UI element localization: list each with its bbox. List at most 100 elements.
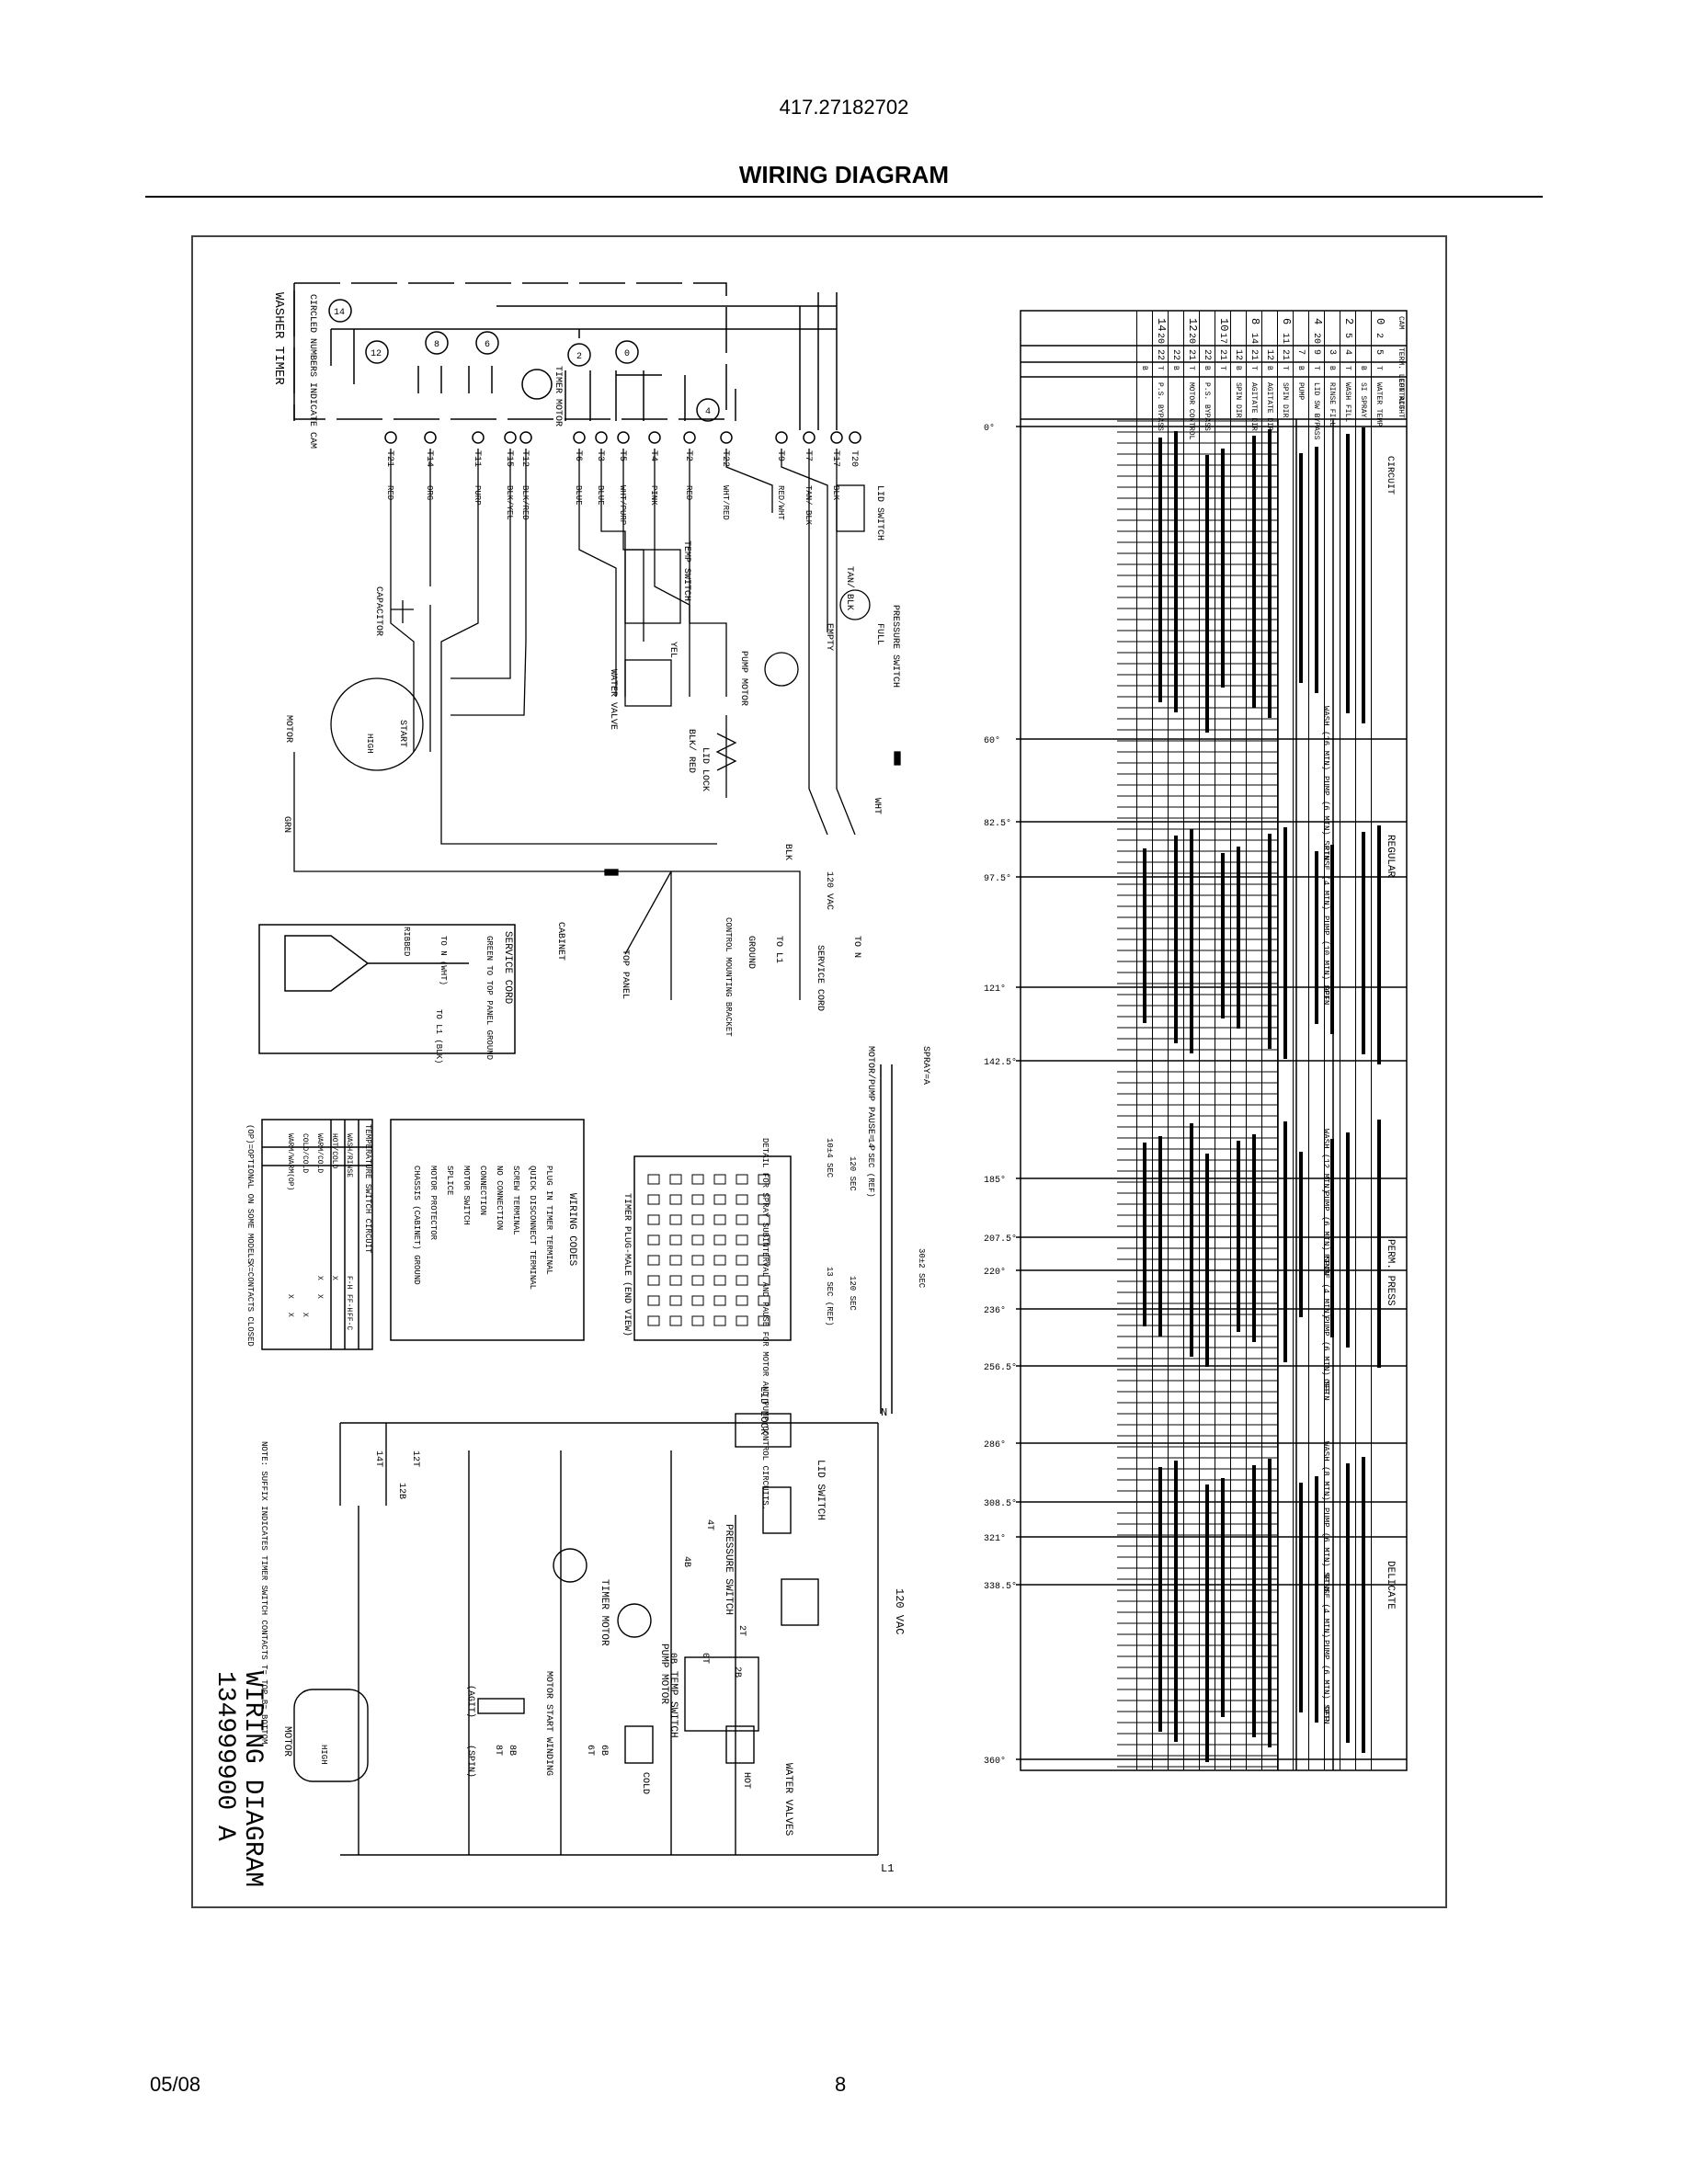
chart-degree: 256.5° (984, 1362, 1017, 1373)
detail-label: DETAIL FOR SPRAY SUBINTERVAL AND PAUSE F… (760, 1138, 770, 1510)
chart-term-right: 9 (1311, 349, 1321, 355)
wire-color-label: TAN/ BLK (804, 485, 813, 526)
chart-cam: 12 (1186, 318, 1199, 331)
start-label: START (397, 720, 407, 747)
chart-degree: 308.5° (984, 1498, 1017, 1509)
plug-pin (758, 1255, 770, 1266)
chart-contact: B (1359, 366, 1367, 370)
chart-degree: 0° (984, 423, 995, 434)
schem-cold: COLD (640, 1772, 650, 1794)
terminal-label: T2 (683, 450, 693, 461)
plug-pin (691, 1295, 704, 1306)
chart-circuit: AGITATE DIR (1265, 382, 1273, 431)
wire-color-label: PURP (473, 485, 482, 506)
wire-color-label: ORG (425, 485, 434, 500)
plug-pin (691, 1255, 704, 1266)
lid-switch-label: LID SWITCH (874, 485, 884, 540)
chart-degree: 220° (984, 1267, 1006, 1278)
chart-degree: 97.5° (984, 873, 1011, 884)
chart-contact: B (1171, 366, 1180, 370)
caution-banner: CAUTION: DISCONNECT ELECTRIC CURRENT BEF… (1438, 338, 1445, 1332)
top-panel-label: TOP PANEL (620, 950, 630, 999)
full-label: FULL (874, 623, 884, 645)
plug-pin (691, 1174, 704, 1185)
service-cord-green-note: GREEN TO TOP PANEL GROUND (485, 936, 494, 1060)
terminal-label: T11 (472, 450, 482, 467)
chart-term-right: 22 (1170, 349, 1180, 360)
cam-num-6: 6 (485, 340, 490, 350)
terminal-t12 (519, 431, 532, 444)
temp-table-cell: X (301, 1313, 309, 1317)
chart-degree: 60° (984, 735, 1000, 746)
chart-interval: OFF (1321, 985, 1330, 1000)
chart-contact: T (1312, 366, 1320, 370)
plug-pin (758, 1234, 770, 1246)
cam-num-8: 8 (434, 340, 439, 350)
wiring-code-item: PLUG IN TIMER TERMINAL (544, 1166, 553, 1275)
terminal-t9 (775, 431, 788, 444)
plug-pin (736, 1174, 748, 1185)
terminal-t5 (617, 431, 630, 444)
schematic-terminal: 4B (681, 1556, 691, 1567)
plug-pin (647, 1174, 660, 1185)
wiring-diagram-svg: T21REDT14ORGT11PURPT15BLK/YELT12BLK/REDT… (211, 282, 1473, 1887)
schem-l1: L1 (881, 1862, 894, 1875)
plug-pin (691, 1194, 704, 1205)
chart-interval: WASH (8 MIN) (1321, 1441, 1330, 1501)
wire-color-label: BLUE (596, 485, 605, 506)
schem-agit: (AGIT) (465, 1685, 476, 1718)
chart-degree: 360° (984, 1756, 1006, 1767)
chart-contact: T (1343, 366, 1352, 370)
pressure-switch-label: PRESSURE SWITCH (890, 605, 900, 688)
washer-timer-block (293, 282, 838, 430)
chart-term-left: 20 (1186, 333, 1196, 344)
service-cord-to-l1: TO L1 (BLK) (434, 1009, 443, 1064)
cam-0 (615, 340, 639, 364)
chart-degree: 338.5° (984, 1581, 1017, 1592)
chart-interval: PUMP (6 MIN) SPIN (1321, 1191, 1330, 1276)
blk-label: BLK (782, 844, 793, 860)
chart-term-left: 11 (1280, 333, 1290, 344)
plug-pin (736, 1295, 748, 1306)
temp-table-cell: WARM/COLD (315, 1133, 324, 1173)
chart-contact: B (1328, 366, 1336, 370)
cam-num-4: 4 (705, 407, 711, 417)
chart-cycle: PERM. PRESS (1385, 1239, 1396, 1306)
schematic-terminal: 2B (732, 1666, 742, 1678)
title-rule (145, 196, 1543, 198)
cam-14 (328, 299, 352, 323)
t13-label: 13 SEC (REF) (825, 1267, 834, 1326)
terminal-label: T12 (519, 450, 530, 467)
terminal-label: T17 (830, 450, 840, 467)
chart-term-right: 5 (1374, 349, 1384, 355)
schem-note: NOTE: SUFFIX INDICATES TIMER SWITCH CONT… (259, 1441, 268, 1744)
chart-interval: OFF (1321, 1706, 1330, 1721)
cam-8 (425, 331, 449, 355)
capacitor-label: CAPACITOR (373, 586, 383, 636)
chart-circuit: SI SPRAY (1359, 382, 1367, 418)
schematic-terminal: 2T (736, 1625, 747, 1636)
schem-motor: MOTOR (281, 1726, 292, 1757)
plug-pin (669, 1275, 682, 1286)
chart-degree: 236° (984, 1305, 1006, 1316)
cam-note: CIRCLED NUMBERS INDICATE CAM (307, 294, 317, 449)
chart-contact: T (1249, 366, 1258, 370)
timer-terminals: T21REDT14ORGT11PURPT15BLK/YELT12BLK/REDT… (384, 431, 861, 526)
terminal-t20 (849, 431, 861, 444)
chart-circuit: WASH FILL (1343, 382, 1352, 422)
chart-contact: B (1265, 366, 1273, 370)
timer-motor-label: TIMER MOTOR (553, 366, 563, 427)
plug-pin (669, 1214, 682, 1225)
schem-lid-switch: LID SWITCH (815, 1460, 826, 1520)
t14-label: 14 SEC (REF) (866, 1138, 875, 1198)
chart-cam: 4 (1311, 318, 1324, 324)
chart-term-left: 2 (1374, 333, 1384, 338)
chart-term-right: 12 (1233, 349, 1243, 360)
plug-pin (736, 1255, 748, 1266)
terminal-t21 (384, 431, 397, 444)
wiring-code-item: CHASSIS (CABINET) GROUND (412, 1166, 421, 1285)
chart-contact: B (1203, 366, 1211, 370)
temp-table-title: TEMPERATURE SWITCH CIRCUIT (363, 1124, 372, 1254)
to-l1-label: TO L1 (773, 936, 783, 963)
chart-degree: 82.5° (984, 818, 1011, 829)
